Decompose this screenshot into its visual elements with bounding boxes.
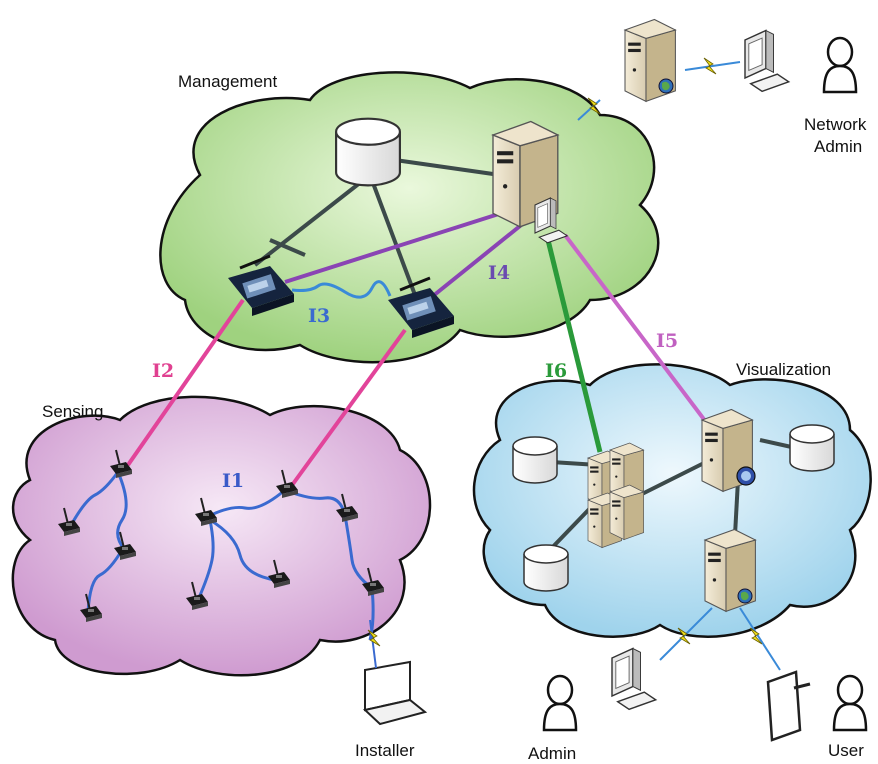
interface-i3-label: I3 bbox=[308, 305, 331, 327]
vis-database-left-bottom bbox=[523, 544, 569, 592]
interface-i1-label: I1 bbox=[222, 470, 245, 492]
link-i5 bbox=[563, 233, 714, 432]
interface-i5-label: I5 bbox=[656, 330, 679, 352]
network-admin-link bbox=[684, 61, 741, 71]
user-wireless bbox=[739, 607, 781, 671]
management-database bbox=[335, 117, 401, 187]
vis-database-right bbox=[789, 424, 835, 472]
management-label: Management bbox=[178, 72, 278, 91]
link-i4-b bbox=[426, 220, 527, 302]
network-admin-person-icon bbox=[822, 36, 858, 94]
installer-wireless bbox=[369, 619, 377, 669]
user-person-icon bbox=[832, 674, 868, 732]
vis-globe-icon bbox=[737, 588, 753, 604]
network-admin-globe-icon bbox=[658, 78, 674, 94]
sensing-label: Sensing bbox=[42, 402, 104, 421]
installer-label: Installer bbox=[355, 741, 415, 760]
installer-laptop bbox=[362, 660, 428, 726]
interface-i2-label: I2 bbox=[152, 360, 175, 382]
vis-database-left-top bbox=[512, 436, 558, 484]
user-tablet-icon bbox=[766, 670, 811, 742]
link-i3 bbox=[291, 280, 392, 299]
user-label: User bbox=[828, 741, 864, 760]
link-i6 bbox=[545, 239, 603, 453]
admin-label: Admin bbox=[528, 744, 577, 763]
links-i1 bbox=[68, 471, 375, 641]
vis-web-server-badge bbox=[736, 466, 756, 486]
interface-i6-label: I6 bbox=[545, 360, 568, 382]
network-admin-pc-icon bbox=[744, 29, 790, 93]
visualization-label: Visualization bbox=[736, 360, 832, 379]
network-admin-label-line2: Admin bbox=[814, 137, 863, 156]
sensing-cloud bbox=[11, 395, 432, 677]
user-bolt-icon bbox=[749, 627, 763, 645]
network-admin-label-line1: Network bbox=[804, 115, 867, 134]
visualization-cloud bbox=[472, 363, 872, 638]
admin-pc-icon bbox=[611, 647, 657, 711]
interface-i4-label: I4 bbox=[488, 262, 511, 284]
admin-person-icon bbox=[542, 674, 578, 732]
link-i2 bbox=[126, 298, 245, 467]
link-i4-a bbox=[284, 210, 506, 284]
link-i2b bbox=[288, 328, 407, 490]
vis-server-cluster bbox=[587, 442, 644, 548]
